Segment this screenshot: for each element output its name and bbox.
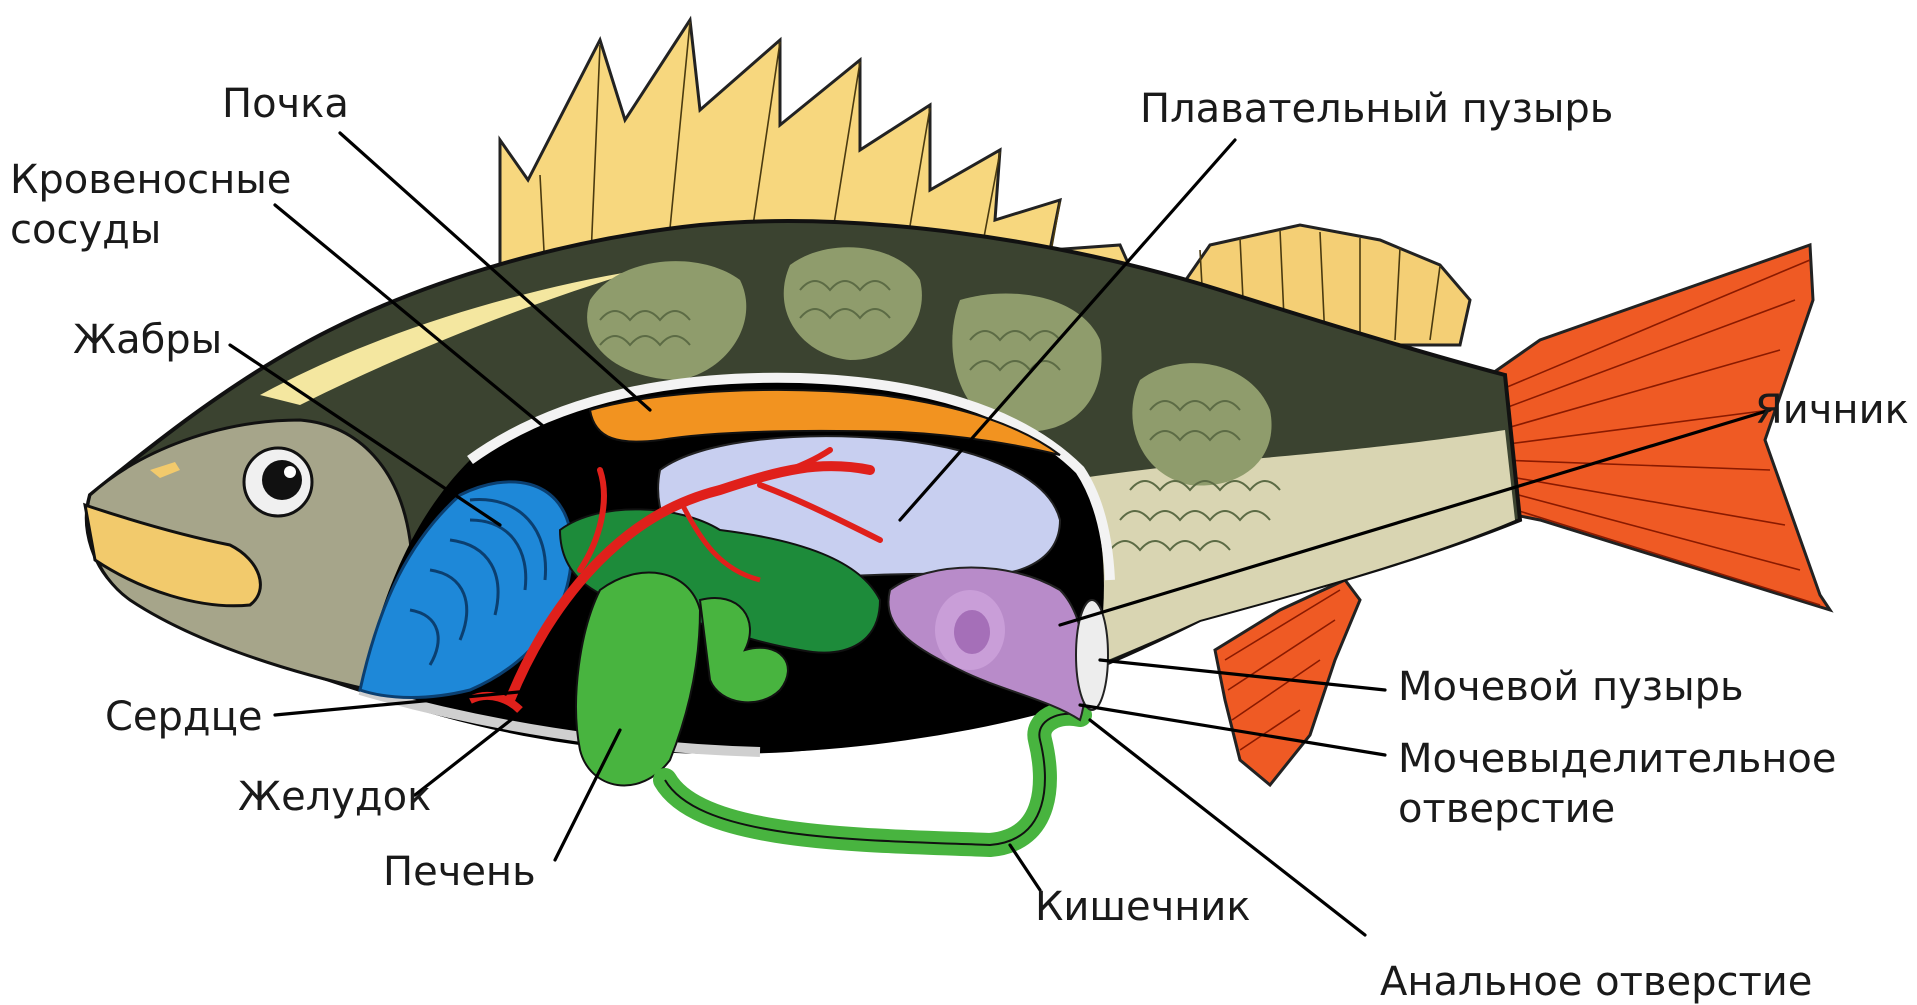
label-blood-vessels-line2: сосуды <box>10 207 161 253</box>
label-anal-opening: Анальное отверстие <box>1380 959 1812 1005</box>
label-urinary-opening-line2: отверстие <box>1398 786 1615 832</box>
label-swim-bladder: Плавательный пузырь <box>1140 86 1613 132</box>
label-intestine: Кишечник <box>1035 884 1251 930</box>
label-ovary: Яичник <box>1755 387 1909 433</box>
label-heart: Сердце <box>105 694 262 740</box>
label-urinary-opening-line1: Мочевыделительное <box>1398 736 1837 782</box>
label-urinary-bladder: Мочевой пузырь <box>1398 664 1744 710</box>
label-gills: Жабры <box>73 317 222 363</box>
label-blood-vessels-line1: Кровеносные <box>10 157 291 203</box>
label-stomach: Желудок <box>238 774 431 820</box>
label-liver: Печень <box>383 849 536 895</box>
fish-eye <box>244 448 312 516</box>
label-kidney: Почка <box>222 81 349 127</box>
